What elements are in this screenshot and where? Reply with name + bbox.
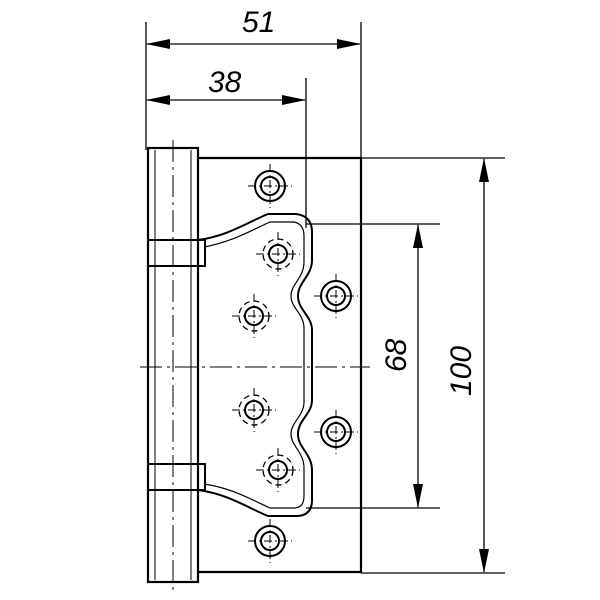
dimension-label-51: 51 xyxy=(242,6,275,39)
dimension-overall-height: 100 xyxy=(361,157,505,574)
dimension-overall-width: 51 xyxy=(145,6,362,160)
screw-holes xyxy=(232,164,358,563)
screw-hole xyxy=(314,410,358,454)
dimension-cutout-height: 68 xyxy=(306,223,440,509)
screw-hole xyxy=(248,164,292,208)
screw-hole xyxy=(314,274,358,318)
screw-hole xyxy=(232,294,276,338)
center-lines xyxy=(140,140,370,590)
screw-hole xyxy=(256,448,300,492)
dimension-label-100: 100 xyxy=(445,346,478,396)
hinge-outer-leaf xyxy=(198,156,363,574)
hinge-inner-leaf-offset xyxy=(203,221,305,509)
knuckle-ring-bottom xyxy=(147,463,206,491)
screw-hole xyxy=(256,232,300,276)
hinge-body xyxy=(146,146,363,584)
screw-hole xyxy=(248,519,292,563)
dimension-leaf-width: 38 xyxy=(146,66,307,228)
dimension-label-38: 38 xyxy=(208,66,242,99)
knuckle-ring-top xyxy=(147,239,206,267)
dimension-label-68: 68 xyxy=(380,338,413,372)
screw-hole xyxy=(232,388,276,432)
hinge-inner-leaf xyxy=(197,213,313,517)
